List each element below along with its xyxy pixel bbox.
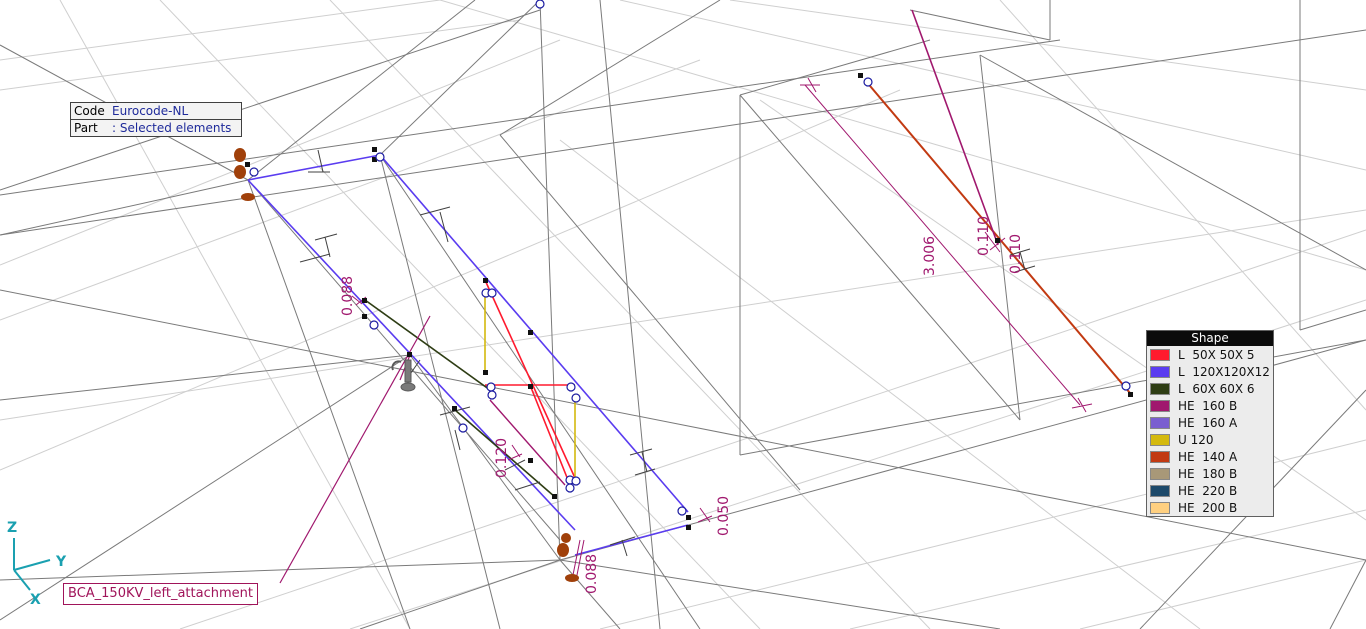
legend-label: L 120X120X12 [1178,364,1270,379]
member-he160b-vertical [911,9,999,246]
legend-item[interactable]: L 120X120X12 [1147,363,1273,380]
nodes-black [245,73,1133,530]
part-value: : Selected elements [112,121,232,135]
member-he160a-right [379,154,689,513]
part-key: Part [74,121,98,135]
axis-z-label: Z [7,520,17,536]
dimension-label-0050: 0.050 [716,496,732,536]
legend-label: HE 140 A [1178,449,1238,464]
code-value: Eurocode-NL [112,104,189,118]
legend-swatch [1150,450,1170,463]
dimension-label-0088-a: 0.088 [340,276,356,316]
member-he160b-a [489,399,566,486]
code-row: Code Eurocode-NL [71,103,241,120]
legend-swatch [1150,348,1170,361]
dimension-label-0120: 0.120 [494,438,510,478]
legend-item[interactable]: L 50X 50X 5 [1147,346,1273,363]
legend-item[interactable]: HE 160 B [1147,397,1273,414]
member-he160a-bottom [574,524,689,556]
legend-swatch [1150,382,1170,395]
dimension-label-0088-b: 0.088 [584,554,600,594]
shape-legend[interactable]: Shape L 50X 50X 5 L 120X120X12 L 60X 60X 6… [1146,330,1274,517]
legend-label: HE 200 B [1178,500,1238,515]
legend-item[interactable]: HE 200 B [1147,499,1273,516]
dimension-label-0110-b: 0.110 [1008,234,1024,274]
legend-label: HE 160 A [1178,415,1238,430]
legend-label: HE 180 B [1178,466,1238,481]
legend-label: L 50X 50X 5 [1178,347,1255,362]
legend-title: Shape [1147,331,1273,346]
supports [234,148,579,582]
local-axis-ticks [299,149,1036,557]
legend-swatch [1150,365,1170,378]
legend-item[interactable]: L 60X 60X 6 [1147,380,1273,397]
dimension-labels: 0.088 0.120 0.088 0.050 3.006 0.110 0.11… [340,216,1024,594]
dimension-label-3006: 3.006 [922,236,938,276]
dimension-line-long [804,84,1081,406]
legend-swatch [1150,501,1170,514]
structural-members [247,9,1131,584]
legend-label: L 60X 60X 6 [1178,381,1255,396]
axis-triad-icon: Z Y X [7,520,67,608]
legend-items: L 50X 50X 5 L 120X120X12 L 60X 60X 6 HE 160… [1147,346,1273,516]
part-row: Part : Selected elements [71,120,241,136]
member-he160a-top [247,154,381,181]
axis-y-label: Y [55,554,67,570]
hinge-support [391,359,416,392]
legend-item[interactable]: HE 180 B [1147,465,1273,482]
code-info-box: Code Eurocode-NL Part : Selected element… [70,102,242,137]
member-l60-a [364,299,491,391]
legend-item[interactable]: U 120 [1147,431,1273,448]
nodes-open [249,0,1131,516]
element-name-label[interactable]: BCA_150KV_left_attachment [63,583,258,605]
legend-swatch [1150,467,1170,480]
dimension-label-0110-a: 0.110 [976,216,992,256]
legend-label: HE 220 B [1178,483,1238,498]
legend-label: HE 160 B [1178,398,1238,413]
legend-swatch [1150,416,1170,429]
legend-swatch [1150,484,1170,497]
member-l50-c [529,384,571,486]
dimension-markers [351,77,1093,581]
member-he140a [864,79,1131,394]
legend-swatch [1150,433,1170,446]
legend-item[interactable]: HE 220 B [1147,482,1273,499]
legend-item[interactable]: HE 140 A [1147,448,1273,465]
code-key: Code [74,104,105,118]
legend-swatch [1150,399,1170,412]
axis-x-label: X [30,592,41,608]
legend-label: U 120 [1178,432,1214,447]
legend-item[interactable]: HE 160 A [1147,414,1273,431]
member-l50-a [484,279,576,479]
